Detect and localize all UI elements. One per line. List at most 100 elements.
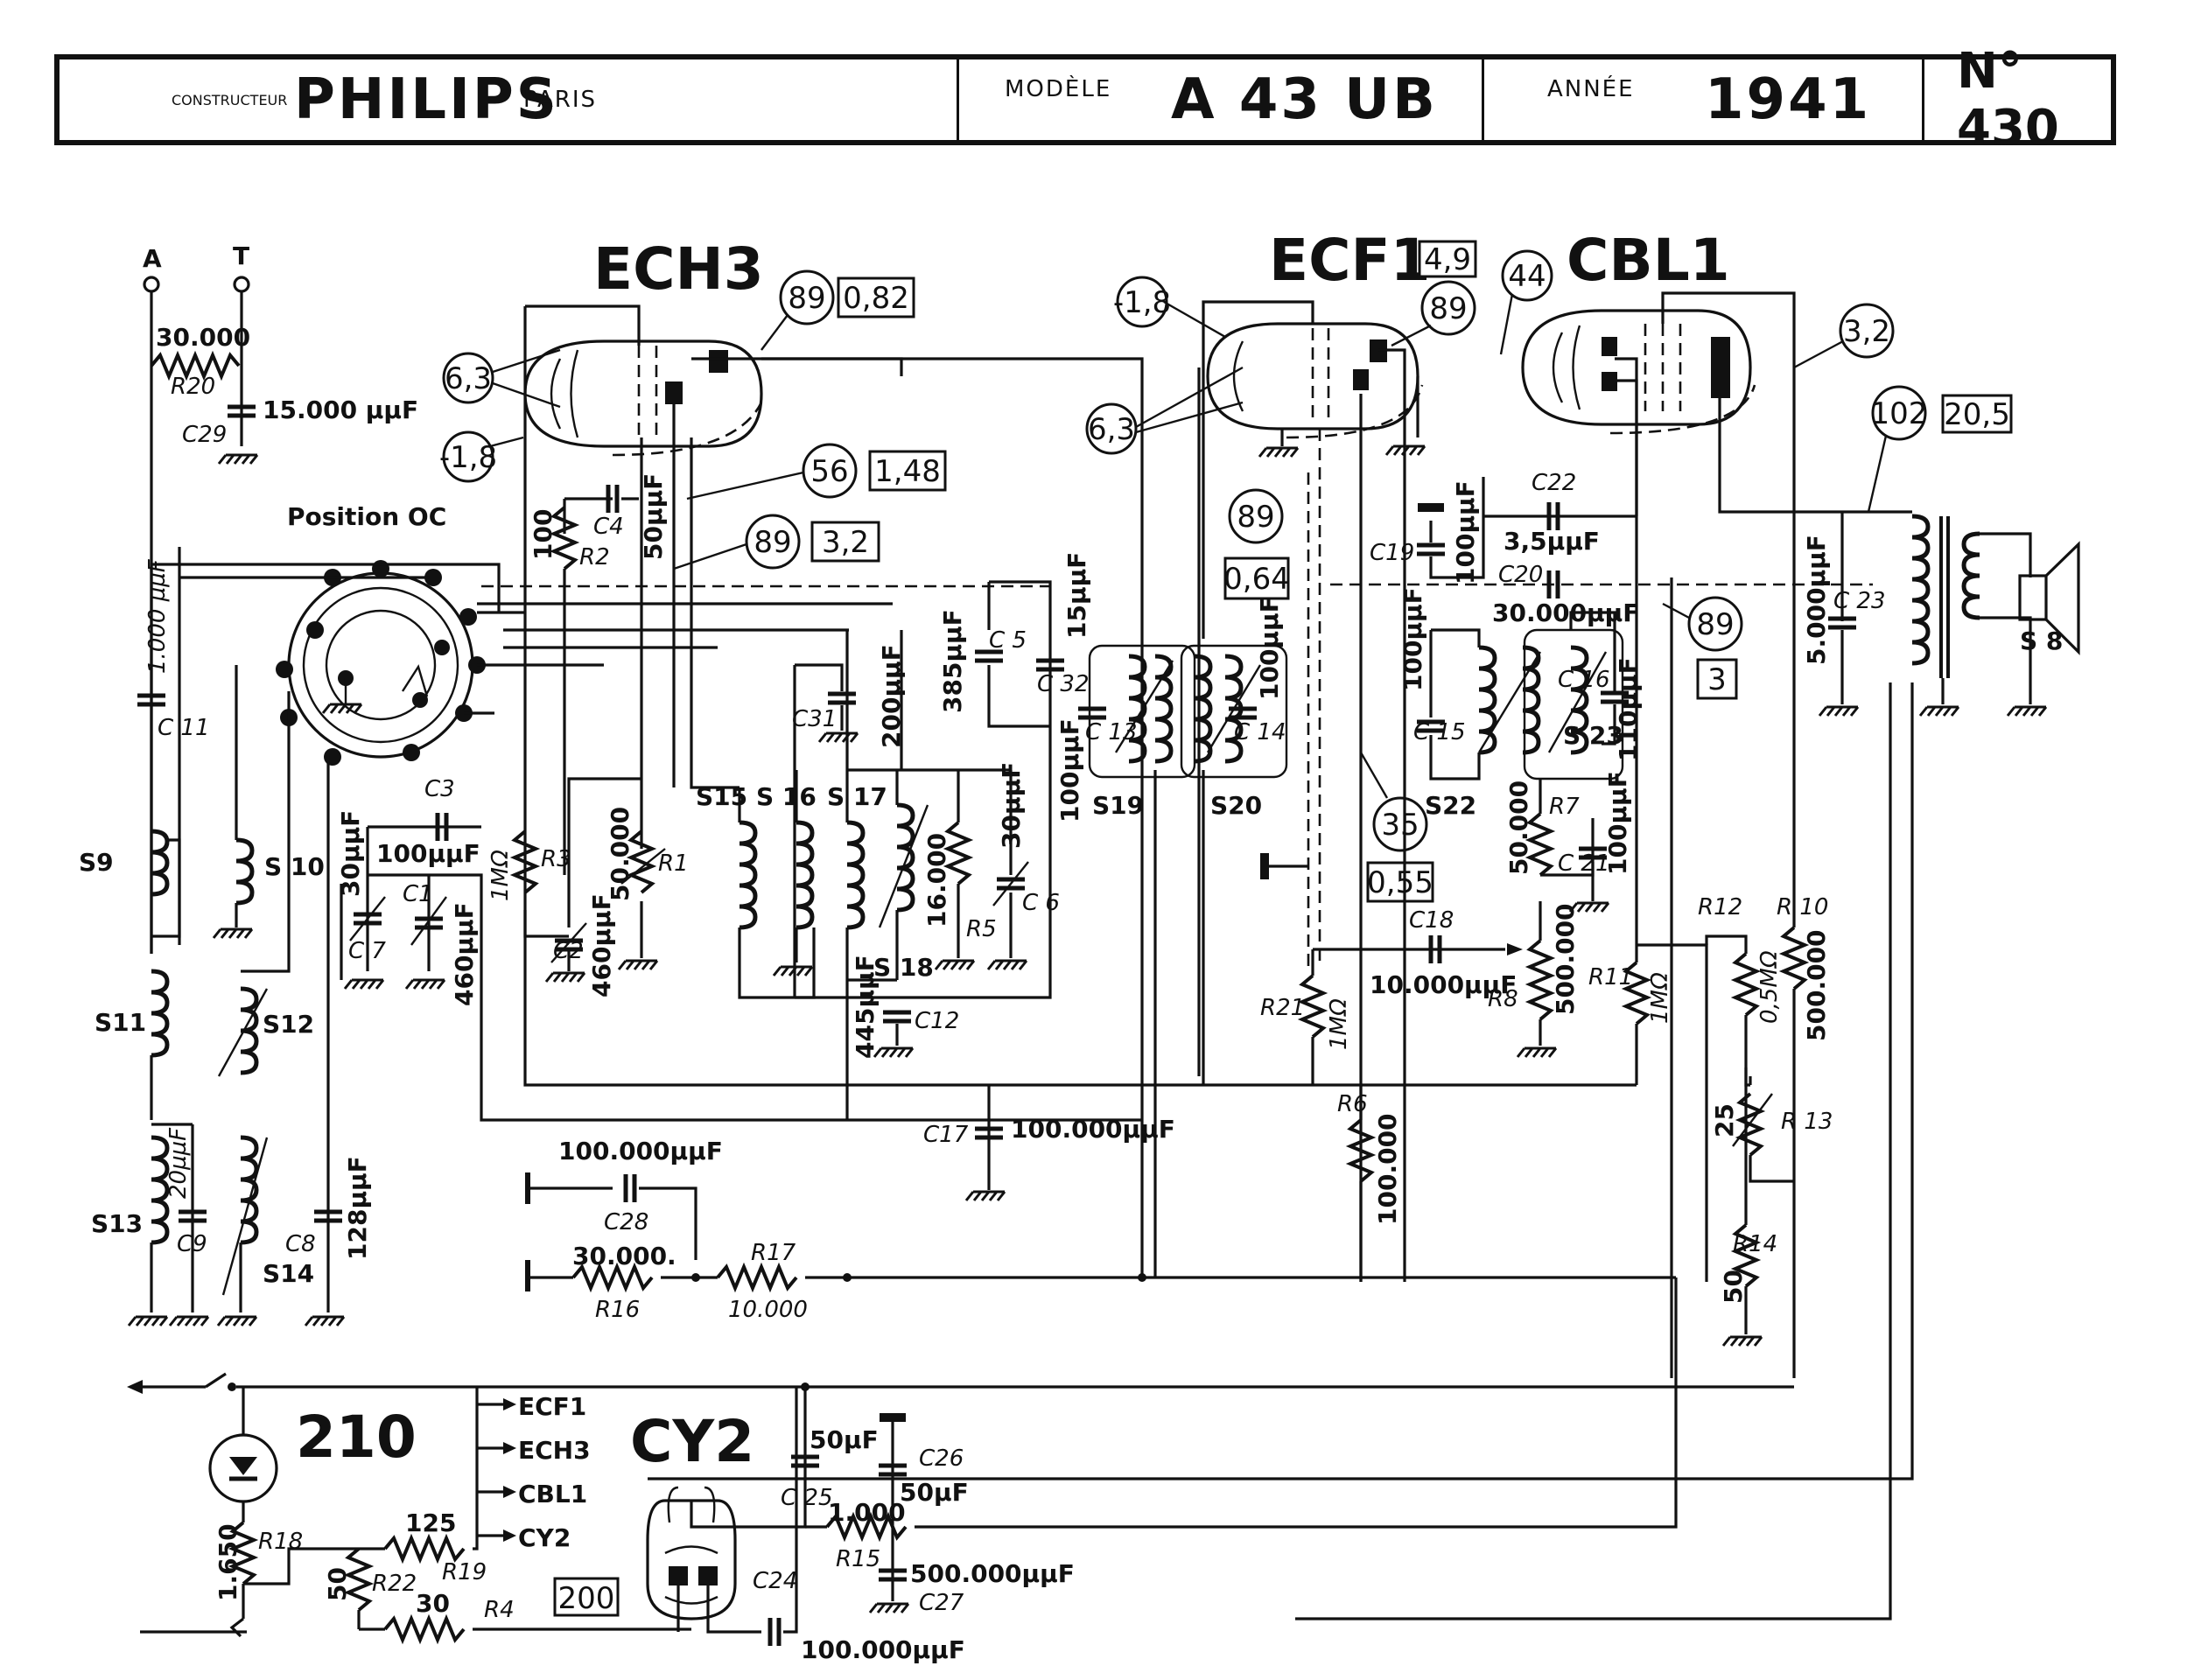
coil-s16 <box>796 820 815 930</box>
s11-label: S11 <box>95 1008 146 1037</box>
c28-value: 100.000µµF <box>558 1137 723 1166</box>
c13-label: C 13 <box>1085 719 1138 746</box>
c17-label: C17 <box>923 1122 969 1148</box>
feed-cy2: CY2 <box>518 1523 571 1552</box>
c4-value: 50µµF <box>639 473 668 560</box>
c23-value: 5.000µµF <box>1802 535 1831 665</box>
r8-value: 500.000 <box>1551 903 1580 1015</box>
c18-label: C18 <box>1409 907 1454 934</box>
voltage-89-c: 89 <box>1429 291 1467 326</box>
voltage-marks: 6,3 -1,8 89 0,82 56 1,48 89 3,2 -1,8 6,3… <box>439 240 2013 1617</box>
s13-label: S13 <box>91 1209 143 1238</box>
constructeur-label: CONSTRUCTEUR <box>172 91 288 108</box>
c26-label: C26 <box>919 1446 964 1472</box>
c27-label: C27 <box>919 1590 964 1616</box>
c3-value: 100µµF <box>376 839 480 868</box>
voltage-4-9: 4,9 <box>1424 242 1471 277</box>
tube-cy2 <box>646 1486 737 1620</box>
s16-label: S 16 <box>756 782 817 811</box>
r7-value: 50.000 <box>1504 780 1533 875</box>
year: 1941 <box>1705 67 1872 132</box>
r10-label: R 10 <box>1777 894 1828 920</box>
tube-ech3-label: ECH3 <box>593 235 764 303</box>
heater-feeds <box>477 1398 516 1542</box>
r22-label: R22 <box>372 1571 417 1597</box>
antenna-label: A <box>143 244 162 273</box>
r20-label: R20 <box>171 374 215 400</box>
c13-value: 100µµF <box>1055 718 1084 822</box>
c6-label: C 6 <box>1022 890 1060 916</box>
c3-label: C3 <box>424 776 455 802</box>
c21-value: 100µµF <box>1603 771 1632 875</box>
c2-value: 460µµF <box>587 893 616 998</box>
c7-value: 30µµF <box>336 810 365 897</box>
tube-ecf1-label: ECF1 <box>1269 227 1431 294</box>
tube-ecf1 <box>1206 322 1424 439</box>
r6-value: 100.000 <box>1373 1113 1402 1225</box>
divider <box>1482 60 1484 140</box>
c29-value: 15.000 µµF <box>263 396 418 424</box>
voltage-44: 44 <box>1508 259 1546 294</box>
s19-label: S19 <box>1092 791 1144 820</box>
voltage-minus-1-8: -1,8 <box>439 440 497 475</box>
r19-value: 125 <box>405 1508 456 1537</box>
c8-value: 128µµF <box>343 1156 372 1260</box>
r11-label: R11 <box>1588 964 1633 990</box>
r8-label: R8 <box>1488 986 1518 1012</box>
r18-label: R18 <box>258 1529 303 1555</box>
c2-label: C2 <box>553 938 584 964</box>
voltage-1-48: 1,48 <box>874 454 941 489</box>
c15-label: C 15 <box>1413 719 1466 746</box>
c31-label: C31 <box>792 706 837 732</box>
r16-value: 30.000. <box>572 1242 676 1270</box>
coil-s12 <box>217 986 269 1077</box>
voltage-89-d: 89 <box>1237 500 1274 535</box>
c12-value: 445µµF <box>851 955 880 1059</box>
divider <box>1922 60 1924 140</box>
c11-value: 1.000 µµF <box>144 558 171 674</box>
r19-label: R19 <box>442 1559 487 1586</box>
feed-cbl1: CBL1 <box>518 1480 587 1508</box>
s14-label: S14 <box>263 1259 314 1288</box>
coil-s13 <box>151 1135 170 1245</box>
r7-label: R7 <box>1549 794 1580 820</box>
r5-value: 16.000 <box>922 833 951 928</box>
c5-value: 385µµF <box>938 609 967 713</box>
voltage-0-82: 0,82 <box>843 281 909 316</box>
c25-value: 50µF <box>810 1425 879 1454</box>
voltage-35: 35 <box>1381 808 1419 843</box>
c32-value: 15µµF <box>1062 552 1091 639</box>
c6-value: 30µµF <box>997 762 1026 849</box>
c20-label: C20 <box>1498 562 1543 588</box>
r5-label: R5 <box>966 916 997 942</box>
c28-label: C28 <box>604 1209 648 1236</box>
s20-label: S20 <box>1210 791 1262 820</box>
feed-ecf1: ECF1 <box>518 1392 586 1421</box>
output-transformer <box>1911 514 1980 678</box>
voltage-89: 89 <box>788 281 825 316</box>
c9-value: 20µµF <box>165 1127 192 1199</box>
c23-label: C 23 <box>1833 588 1886 614</box>
c15-value: 100µµF <box>1398 587 1427 691</box>
r4-label: R4 <box>484 1597 515 1623</box>
s18-label: S 18 <box>873 953 934 982</box>
c26-value: 50µF <box>900 1478 969 1507</box>
city-name: PARIS <box>523 87 598 113</box>
voltage-20-5: 20,5 <box>1944 397 2010 432</box>
model-name: A 43 UB <box>1171 67 1438 132</box>
r15-label: R15 <box>836 1546 880 1572</box>
r13-value: 25 <box>1710 1103 1739 1138</box>
tube-cbl1 <box>1521 309 1756 435</box>
antenna-terminal: A T <box>143 242 250 293</box>
divider <box>957 60 959 140</box>
r3-value: 1MΩ <box>487 850 514 901</box>
c8-label: C8 <box>285 1231 316 1257</box>
r10-value: 500.000 <box>1802 929 1831 1041</box>
r11-value: 1MΩ <box>1647 972 1673 1024</box>
voltage-3-2: 3,2 <box>822 525 869 560</box>
modele-label: MODÈLE <box>1005 76 1112 102</box>
tube-210-label: 210 <box>296 1404 417 1471</box>
coil-s9 <box>151 829 170 897</box>
r12-label: R12 <box>1698 894 1742 920</box>
r17-value: 10.000 <box>728 1297 808 1323</box>
